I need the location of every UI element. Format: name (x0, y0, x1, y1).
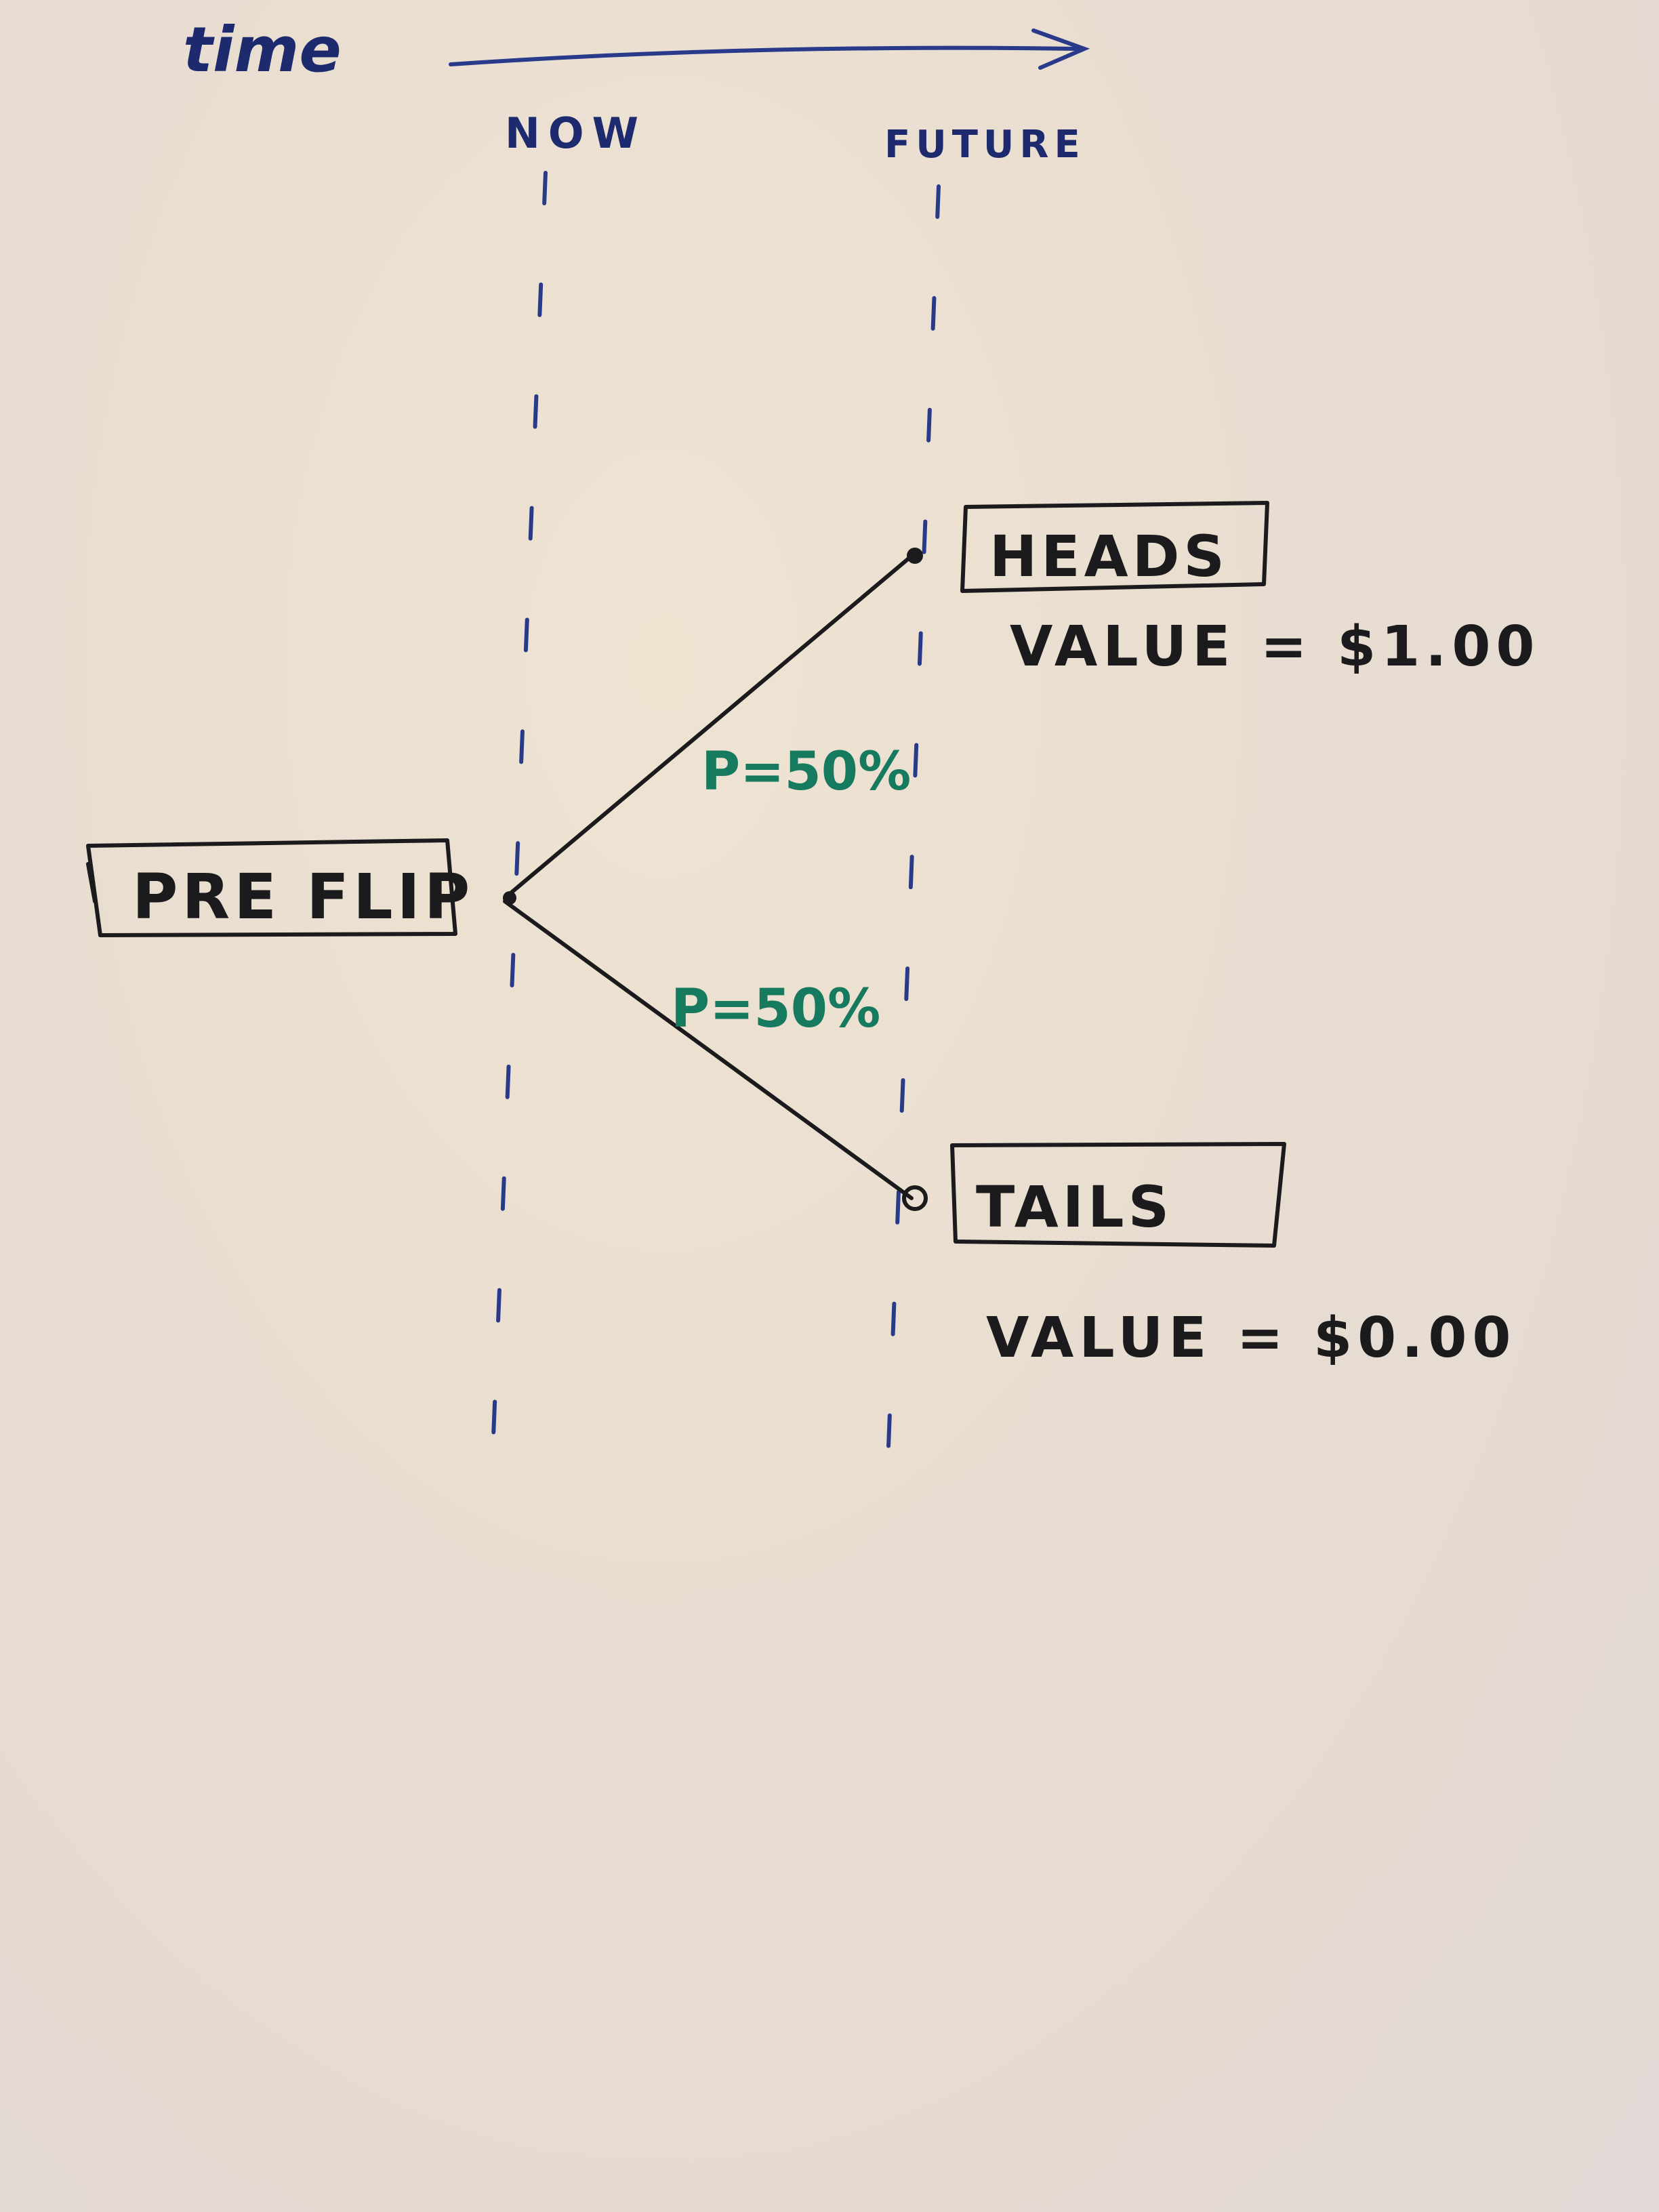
branch-to-heads (503, 552, 916, 900)
now-label: NOW (505, 108, 647, 158)
time-axis-label: time (183, 14, 342, 86)
pre-flip-label: PRE FLIP (132, 861, 474, 933)
tails-box (950, 1142, 1286, 1248)
tails-probability: P=50% (671, 979, 880, 1040)
time-axis-arrow (449, 28, 1090, 70)
tails-label: TAILS (976, 1174, 1173, 1240)
tails-point (902, 1185, 928, 1211)
tails-value: VALUE = $0.00 (986, 1306, 1516, 1370)
heads-value: VALUE = $1.00 (1010, 615, 1540, 679)
future-label: FUTURE (884, 123, 1086, 167)
pre-flip-point (503, 891, 516, 905)
now-dashed-line (491, 171, 548, 1439)
heads-label: HEADS (989, 523, 1229, 590)
heads-probability: P=50% (701, 741, 911, 802)
heads-point (907, 548, 923, 564)
pre-flip-box (86, 838, 457, 937)
heads-box (960, 501, 1269, 593)
branch-to-tails (503, 899, 914, 1200)
future-dashed-line (886, 184, 941, 1466)
